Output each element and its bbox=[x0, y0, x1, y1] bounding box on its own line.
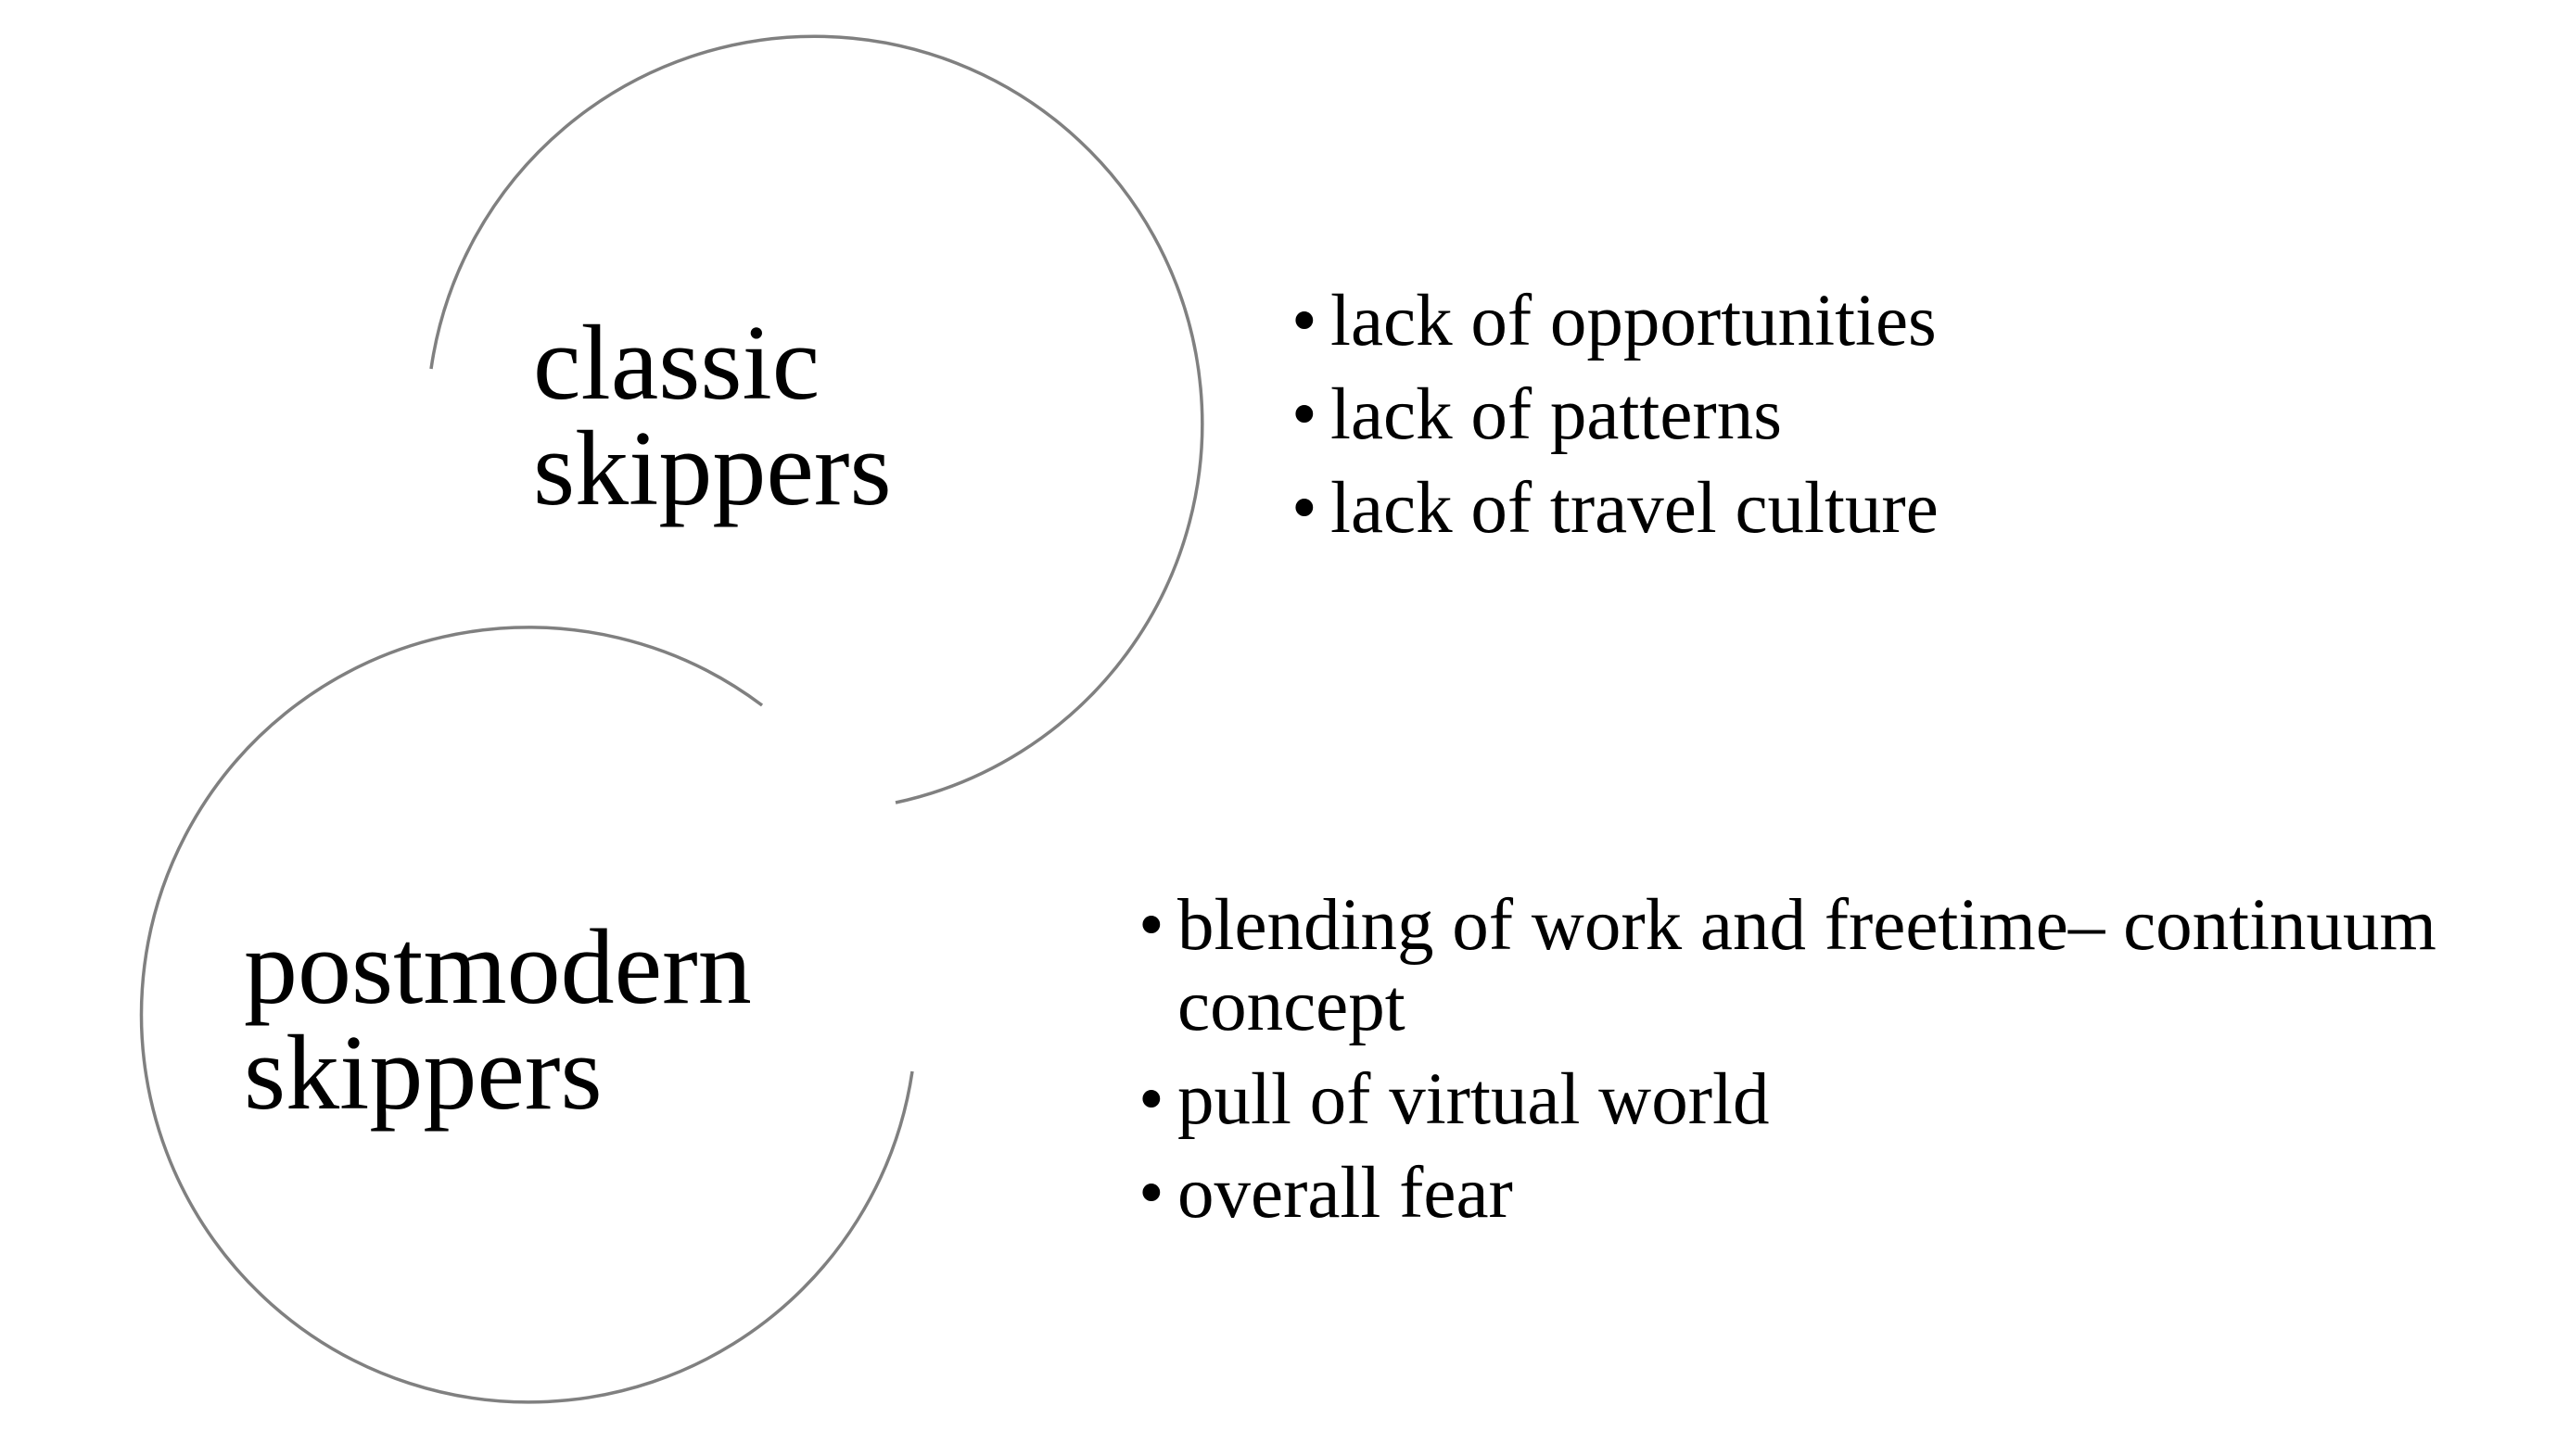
bullet-icon: • bbox=[1138, 1153, 1164, 1234]
list-item: • pull of virtual world bbox=[1138, 1059, 2529, 1140]
postmodern-skippers-label: postmodern skippers bbox=[244, 908, 752, 1133]
classic-skippers-label-line-2: skippers bbox=[533, 410, 892, 528]
bullet-icon: • bbox=[1291, 374, 1317, 455]
postmodern-skippers-reasons-list: • blending of work and freetime– continu… bbox=[1138, 885, 2529, 1247]
list-item-text: overall fear bbox=[1177, 1153, 1513, 1234]
postmodern-skippers-label-line-1: postmodern bbox=[244, 908, 752, 1027]
list-item-text: lack of patterns bbox=[1330, 374, 1782, 455]
postmodern-skippers-circle bbox=[139, 626, 914, 1404]
list-item-text: lack of opportunities bbox=[1330, 281, 1937, 361]
list-item-text: blending of work and freetime– continuum… bbox=[1177, 885, 2437, 1046]
bullet-icon: • bbox=[1138, 885, 1164, 966]
list-item-text: lack of travel culture bbox=[1330, 468, 1939, 549]
list-item: • lack of travel culture bbox=[1291, 468, 2497, 549]
bullet-icon: • bbox=[1138, 1059, 1164, 1140]
list-item: • overall fear bbox=[1138, 1153, 2529, 1234]
list-item: • lack of opportunities bbox=[1291, 281, 2497, 361]
classic-skippers-circle bbox=[429, 34, 1204, 804]
bullet-icon: • bbox=[1291, 281, 1317, 361]
classic-skippers-reasons-list: • lack of opportunities • lack of patter… bbox=[1291, 281, 2497, 562]
classic-skippers-label-line-1: classic bbox=[533, 304, 820, 423]
classic-skippers-label: classic skippers bbox=[533, 304, 892, 528]
bullet-icon: • bbox=[1291, 468, 1317, 549]
list-item: • blending of work and freetime– continu… bbox=[1138, 885, 2529, 1046]
list-item: • lack of patterns bbox=[1291, 374, 2497, 455]
postmodern-skippers-label-line-2: skippers bbox=[244, 1014, 603, 1133]
list-item-text: pull of virtual world bbox=[1177, 1059, 1770, 1140]
